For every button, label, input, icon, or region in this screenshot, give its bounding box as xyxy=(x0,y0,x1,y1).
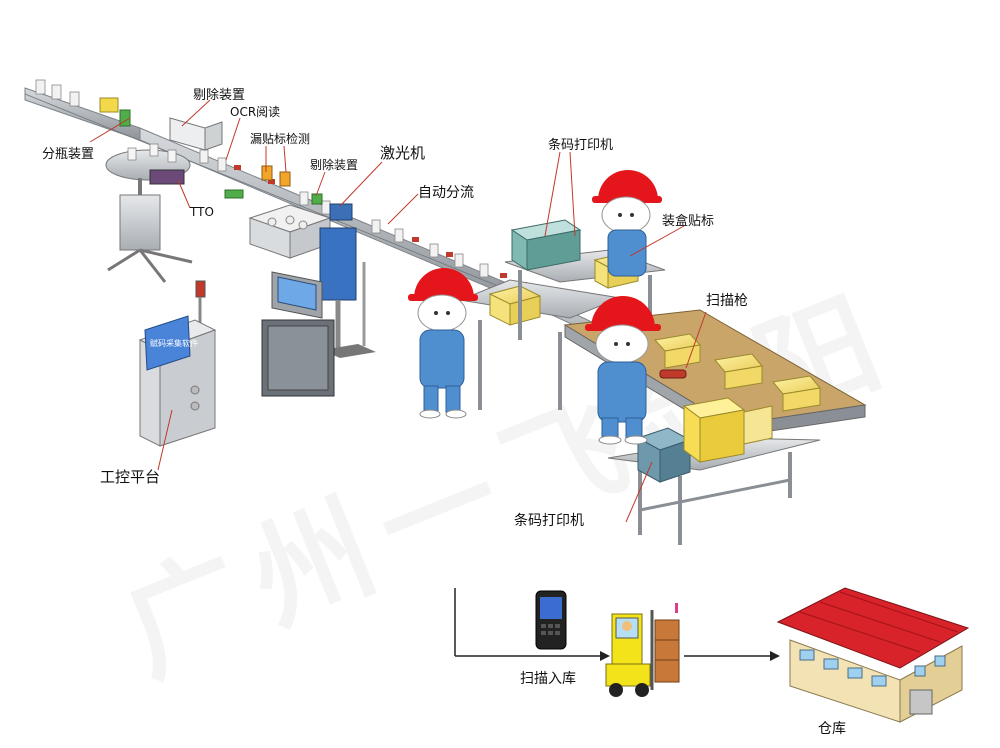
handheld-scanner xyxy=(535,590,567,650)
label-scan-gun: 扫描枪 xyxy=(706,293,748,309)
label-reject-device-2: 剔除装置 xyxy=(310,158,359,172)
worker-top-right xyxy=(592,170,662,277)
label-scan-warehousing: 扫描入库 xyxy=(520,671,576,687)
kiosk-screen-text: 赋码采集软件 xyxy=(150,338,198,348)
label-laser-machine: 激光机 xyxy=(380,144,426,162)
label-ocr-reading: OCR阅读 xyxy=(230,105,281,119)
worker-left xyxy=(408,268,478,419)
forklift xyxy=(605,603,680,697)
label-missing-label-detect: 漏贴标检测 xyxy=(250,132,311,146)
worker-center xyxy=(585,296,687,445)
label-auto-diverter: 自动分流 xyxy=(418,185,474,201)
label-box-labeling: 装盒贴标 xyxy=(662,214,715,229)
label-warehouse: 仓库 xyxy=(818,721,846,737)
warehouse-building xyxy=(776,587,970,723)
label-barcode-printer-bottom: 条码打印机 xyxy=(514,513,584,529)
label-tto: TTO xyxy=(190,205,214,219)
control-platform-kiosk: 赋码采集软件 xyxy=(138,280,217,447)
label-control-platform: 工控平台 xyxy=(100,468,161,486)
warehouse-flow xyxy=(454,588,780,661)
laser-machine xyxy=(261,203,376,397)
bottle-divider-turntable xyxy=(105,143,193,283)
label-reject-device-1: 剔除装置 xyxy=(193,88,246,103)
shipping-table xyxy=(607,397,821,545)
label-bottle-divider: 分瓶装置 xyxy=(42,147,95,162)
label-barcode-printer-top: 条码打印机 xyxy=(548,138,614,153)
leader-lines xyxy=(89,99,707,523)
